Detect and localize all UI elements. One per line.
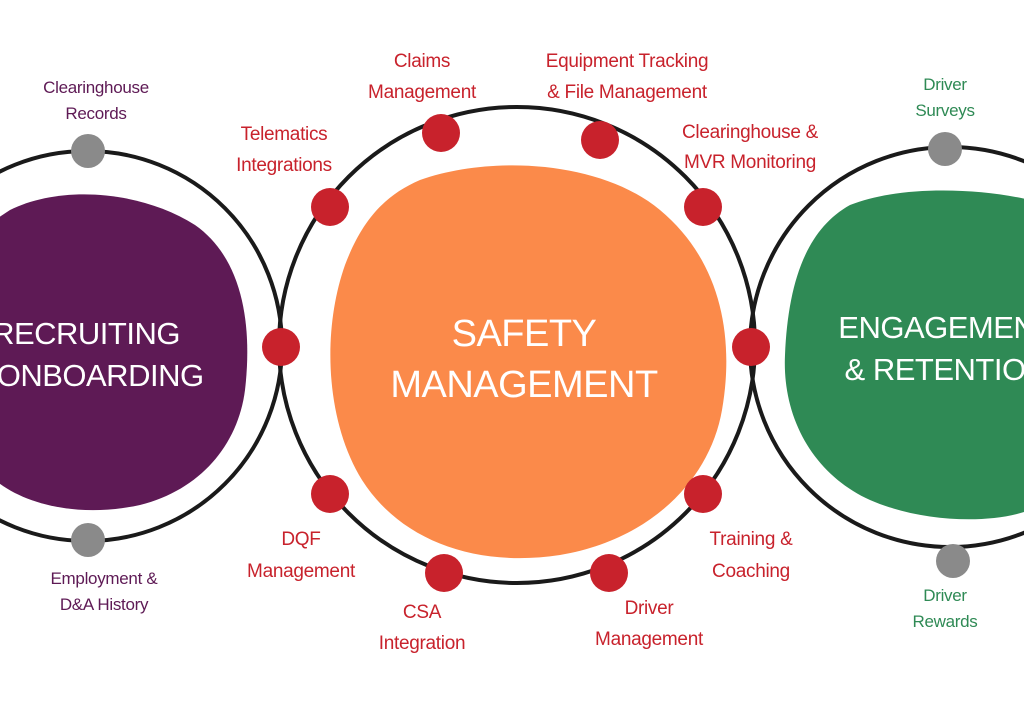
safety-blob: [330, 165, 727, 559]
safety-title-line2: MANAGEMENT: [390, 364, 658, 406]
driver-surveys-label-line2: Surveys: [915, 101, 974, 120]
driver-rewards-label-line1: Driver: [923, 586, 967, 605]
csa-node: [425, 554, 463, 592]
recruiting-title-line2: & ONBOARDING: [0, 358, 204, 393]
driver-mgmt-label-line2: Management: [595, 629, 704, 650]
employment-history-node: [71, 523, 105, 557]
telematics-label-line2: Integrations: [236, 155, 332, 176]
driver-rewards-label-line2: Rewards: [913, 612, 978, 631]
recruiting-connector-node: [262, 328, 300, 366]
dqf-label-line2: Management: [247, 561, 356, 582]
training-label-line2: Coaching: [712, 561, 790, 582]
dqf-node: [311, 475, 349, 513]
clearinghouse-mvr-label-line2: MVR Monitoring: [684, 152, 816, 173]
clearinghouse-records-label-line1: Clearinghouse: [43, 78, 149, 97]
equipment-node: [581, 121, 619, 159]
safety-title-line1: SAFETY: [452, 313, 597, 355]
claims-label-line1: Claims: [394, 51, 450, 72]
recruiting-blob: [0, 194, 248, 511]
employment-history-label-line2: D&A History: [60, 595, 149, 614]
engagement-title-line2: & RETENTION: [845, 352, 1024, 387]
equipment-label-line2: & File Management: [547, 82, 708, 103]
safety-group: SAFETY MANAGEMENT Claims Management Equi…: [236, 51, 819, 654]
driver-surveys-label-line1: Driver: [923, 75, 967, 94]
dqf-label-line1: DQF: [281, 529, 320, 550]
clearinghouse-records-node: [71, 134, 105, 168]
clearinghouse-mvr-label-line1: Clearinghouse &: [682, 122, 819, 143]
telematics-node: [311, 188, 349, 226]
engagement-group: ENGAGEMENT & RETENTION Driver Surveys Dr…: [748, 75, 1024, 631]
recruiting-title-line1: RECRUITING: [0, 316, 180, 351]
employment-history-label-line1: Employment &: [51, 569, 159, 588]
engagement-title-line1: ENGAGEMENT: [838, 310, 1024, 345]
telematics-label-line1: Telematics: [241, 124, 328, 145]
engagement-blob: [784, 190, 1024, 520]
engagement-connector-node: [732, 328, 770, 366]
training-label-line1: Training &: [710, 529, 794, 550]
recruiting-group: RECRUITING & ONBOARDING Clearinghouse Re…: [0, 78, 284, 614]
csa-label-line2: Integration: [379, 633, 466, 654]
driver-mgmt-label-line1: Driver: [625, 598, 675, 619]
training-node: [684, 475, 722, 513]
csa-label-line1: CSA: [403, 602, 442, 623]
clearinghouse-mvr-node: [684, 188, 722, 226]
clearinghouse-records-label-line2: Records: [65, 104, 126, 123]
driver-mgmt-node: [590, 554, 628, 592]
equipment-label-line1: Equipment Tracking: [546, 51, 709, 72]
claims-node: [422, 114, 460, 152]
driver-rewards-node: [936, 544, 970, 578]
claims-label-line2: Management: [368, 82, 477, 103]
driver-surveys-node: [928, 132, 962, 166]
